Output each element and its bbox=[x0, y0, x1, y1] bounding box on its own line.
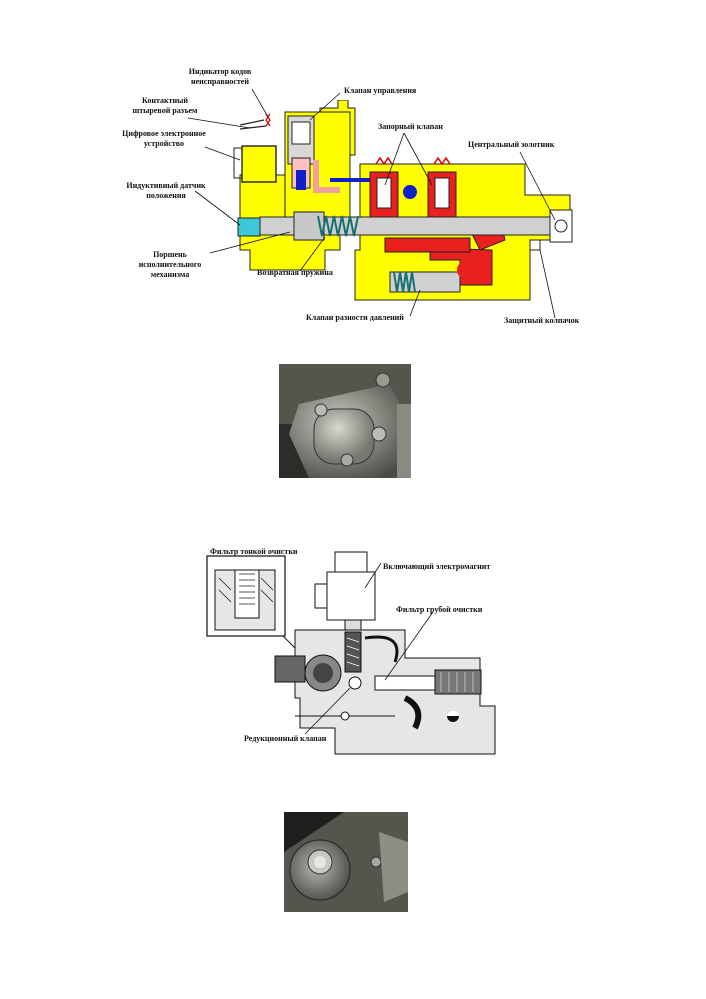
reducing-valve-diagram bbox=[206, 551, 496, 755]
label-central-spool: Центральный золотник bbox=[468, 140, 555, 149]
label-connector-line1: Контактный bbox=[141, 96, 189, 105]
valve-cutaway-diagram bbox=[233, 100, 573, 301]
label-actuator-piston-line3: механизма bbox=[150, 270, 190, 279]
label-control-valve: Клапан управления bbox=[344, 86, 417, 95]
label-digital-unit: Цифровое электронное устройство bbox=[118, 129, 210, 149]
photo-filter-plug bbox=[284, 812, 408, 912]
label-fault-indicator-line1: Индикатор кодов bbox=[188, 67, 252, 76]
label-digital-unit-line2: устройство bbox=[143, 139, 185, 148]
label-fine-filter: Фильтр тонкой очистки bbox=[210, 547, 298, 556]
label-inductive-sensor-line1: Индуктивный датчик bbox=[126, 181, 206, 190]
diagram1-leader-lines bbox=[187, 88, 556, 319]
label-diff-pressure-valve: Клапан разности давлений bbox=[306, 313, 404, 322]
label-coarse-filter: Фильтр грубой очистки bbox=[396, 605, 483, 614]
label-actuator-piston: Поршень исполнительного механизма bbox=[130, 250, 210, 280]
label-return-spring: Возвратная пружина bbox=[257, 268, 333, 277]
label-inductive-sensor-line2: положения bbox=[146, 191, 186, 200]
photo-valve-cap bbox=[279, 364, 411, 478]
label-protective-cap: Защитный колпачок bbox=[504, 316, 580, 325]
label-solenoid: Включающий электромагнит bbox=[383, 562, 491, 571]
label-fault-indicator: Индикатор кодов неисправностей bbox=[180, 67, 260, 87]
label-digital-unit-line1: Цифровое электронное bbox=[122, 129, 206, 138]
label-actuator-piston-line1: Поршень bbox=[153, 250, 187, 259]
label-connector: Контактный штыревой разъем bbox=[125, 96, 205, 116]
label-reducing-valve: Редукционный клапан bbox=[244, 734, 327, 743]
label-connector-line2: штыревой разъем bbox=[132, 106, 198, 115]
label-shutoff-valve: Запорный клапан bbox=[378, 122, 443, 131]
label-fault-indicator-line2: неисправностей bbox=[191, 77, 249, 86]
label-inductive-sensor: Индуктивный датчик положения bbox=[118, 181, 214, 201]
label-actuator-piston-line2: исполнительного bbox=[138, 260, 202, 269]
